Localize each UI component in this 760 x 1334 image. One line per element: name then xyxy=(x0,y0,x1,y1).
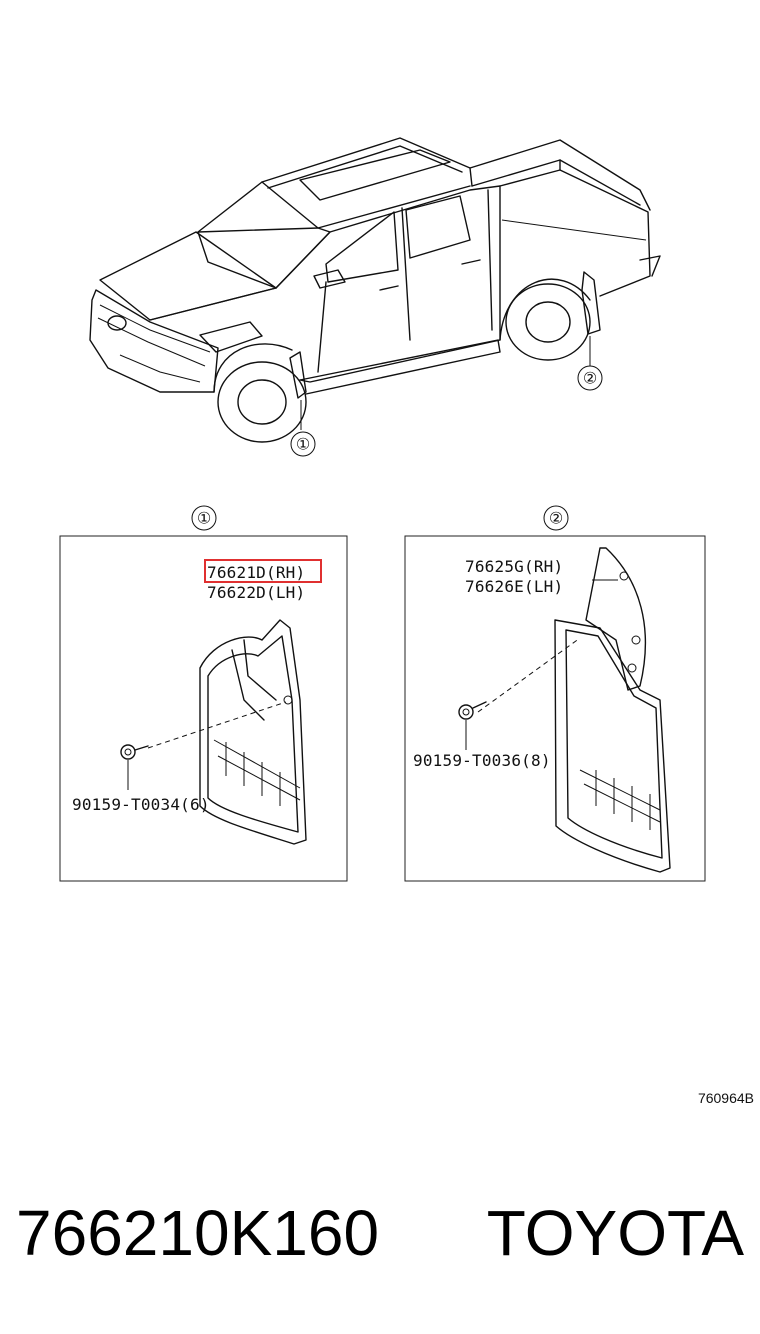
part-label-76622d-lh[interactable]: 76622D(LH) xyxy=(207,583,305,602)
panel-1-frame xyxy=(59,535,348,882)
truck-illustration: ① ② xyxy=(89,137,661,457)
footer-part-number: 766210K160 xyxy=(16,1197,379,1269)
callout-2-truck: ② xyxy=(583,369,597,388)
mudflap-front-drawing xyxy=(199,619,307,845)
panel-2-frame xyxy=(404,535,706,882)
bolt-icon xyxy=(458,701,487,720)
detail-panel-2: ② 76625G(RH) 76626E(LH) 90159-T0036(8) xyxy=(404,505,706,882)
part-label-76626e-lh[interactable]: 76626E(LH) xyxy=(465,577,563,596)
part-label-76625g-rh[interactable]: 76625G(RH) xyxy=(465,557,563,576)
bolt-label-90159-t0036[interactable]: 90159-T0036(8) xyxy=(413,751,551,770)
panel-2-callout: ② xyxy=(549,509,563,528)
part-highlight-box xyxy=(204,559,322,583)
figure-reference: 760964B xyxy=(698,1090,754,1106)
footer-brand: TOYOTA xyxy=(487,1197,745,1269)
bolt-label-90159-t0034[interactable]: 90159-T0034(6) xyxy=(72,795,210,814)
detail-panel-1: ① 76621D(RH) 76622D(LH) 90159-T0034(6) xyxy=(59,505,348,882)
callout-1-truck: ① xyxy=(296,435,310,454)
panel-1-callout: ① xyxy=(197,509,211,528)
bolt-icon xyxy=(120,744,149,760)
part-label-76621d-rh[interactable]: 76621D(RH) xyxy=(207,563,305,582)
mudflap-rear-drawing xyxy=(554,547,671,873)
